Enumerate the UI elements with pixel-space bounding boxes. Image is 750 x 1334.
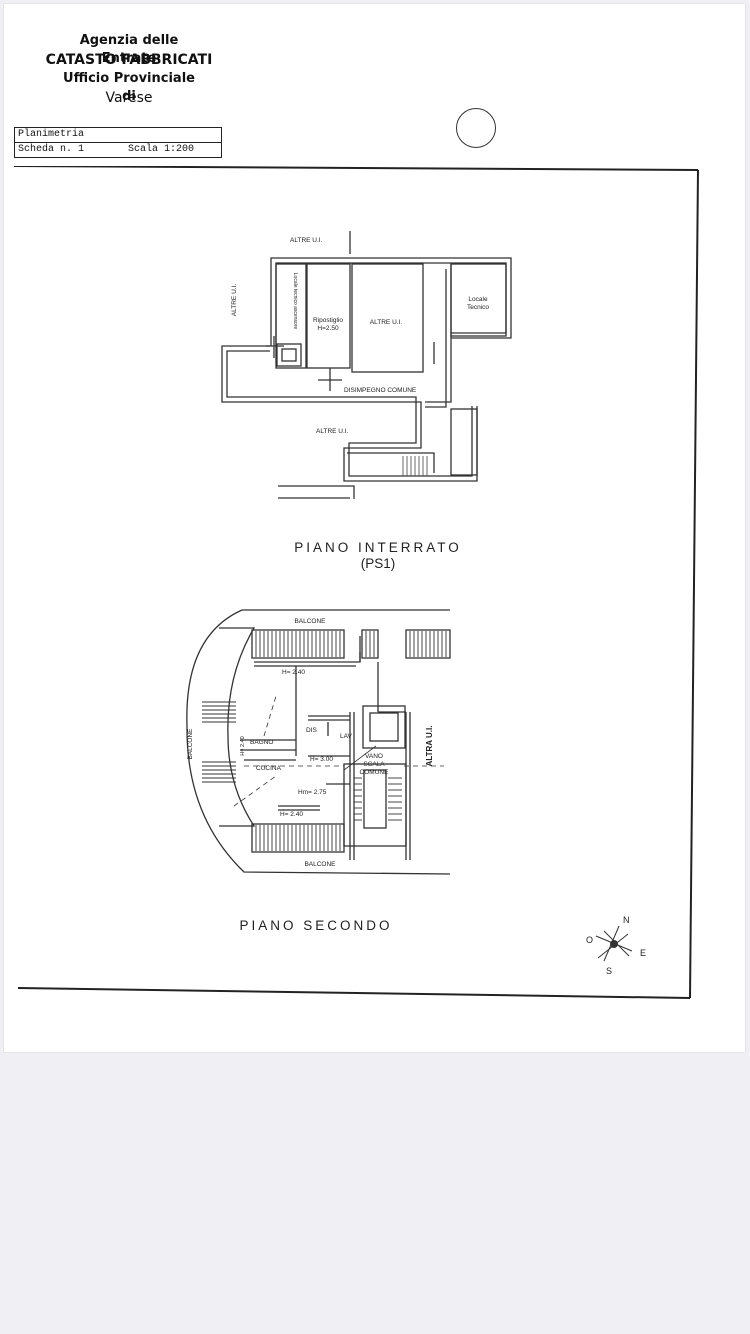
- basement-plan: [221, 231, 512, 499]
- floor-plan-drawing: ALTRE U.I. ALTRE U.I. Locale tecnico asc…: [14, 166, 699, 999]
- label-dis: DIS: [306, 727, 318, 734]
- sheet-number-label: Scheda n. 1: [18, 144, 85, 155]
- label-height-bottom: H= 2.40: [280, 811, 303, 818]
- label-altra-ui: ALTRA U.I.: [425, 726, 434, 767]
- agency-name: Agenzia delle Entrate: [79, 33, 179, 66]
- compass-west: O: [586, 935, 593, 945]
- compass-south: S: [606, 966, 612, 976]
- label-locale-tecnico-2: Tecnico: [467, 304, 489, 311]
- label-altre-ui-top: ALTRE U.I.: [290, 237, 323, 244]
- label-altre-ui-bottom: ALTRE U.I.: [316, 428, 349, 435]
- label-ripostiglio-height: H=2.50: [317, 325, 339, 332]
- label-comune: COMUNE: [360, 769, 390, 776]
- plan-type-label: Planimetria: [18, 129, 85, 140]
- label-balcone-bottom: BALCONE: [304, 861, 336, 868]
- label-vano: VANO: [365, 753, 383, 760]
- cadastral-sheet: Agenzia delle Entrate CATASTO FABBRICATI…: [4, 4, 745, 1052]
- label-balcone-left: BALCONE: [187, 728, 194, 760]
- label-cucina: CUCINA: [256, 765, 282, 772]
- label-scala: SCALA: [363, 761, 385, 768]
- plan-info-table: Planimetria Scheda n. 1 Scala 1:200: [14, 127, 222, 158]
- label-balcone-top: BALCONE: [294, 618, 326, 625]
- label-ripostiglio: Ripostiglio: [313, 317, 343, 324]
- plan-type-row: Planimetria: [15, 128, 221, 143]
- stamp-circle: [456, 108, 496, 148]
- label-height-mean: Hm= 2.75: [298, 789, 327, 796]
- label-bagno: BAGNO: [250, 739, 273, 746]
- label-height-left: H= 2.40: [240, 736, 246, 755]
- basement-subtitle: (PS1): [361, 556, 396, 571]
- balcony-railings: [202, 631, 447, 851]
- plan-sheet-row: Scheda n. 1 Scala 1:200: [15, 143, 221, 158]
- label-height-top: H= 2.40: [282, 669, 305, 676]
- department-name: CATASTO FABBRICATI: [45, 52, 213, 68]
- label-altre-ui-left: ALTRE U.I.: [231, 284, 238, 317]
- label-locale-tecnico-1: Locale: [468, 296, 488, 303]
- city-name: Varese: [105, 90, 153, 106]
- label-lav: LAV: [340, 733, 352, 740]
- scale-label: Scala 1:200: [128, 144, 195, 155]
- basement-stairs: [402, 456, 428, 476]
- second-floor-plan: [186, 609, 451, 875]
- label-disimpegno-comune: DISIMPEGNO COMUNE: [344, 387, 417, 394]
- compass-rose: [595, 925, 633, 962]
- basement-title: PIANO INTERRATO: [294, 540, 462, 555]
- label-altre-ui-center: ALTRE U.I.: [370, 319, 403, 326]
- office-name: Ufficio Provinciale di: [63, 71, 195, 104]
- compass-north: N: [623, 915, 630, 925]
- compass-east: E: [640, 948, 646, 958]
- second-floor-title: PIANO SECONDO: [239, 918, 392, 933]
- label-locale-tecnico-ascensore: Locale tecnico ascensore: [292, 273, 298, 330]
- label-height-center: H= 3.00: [310, 756, 333, 763]
